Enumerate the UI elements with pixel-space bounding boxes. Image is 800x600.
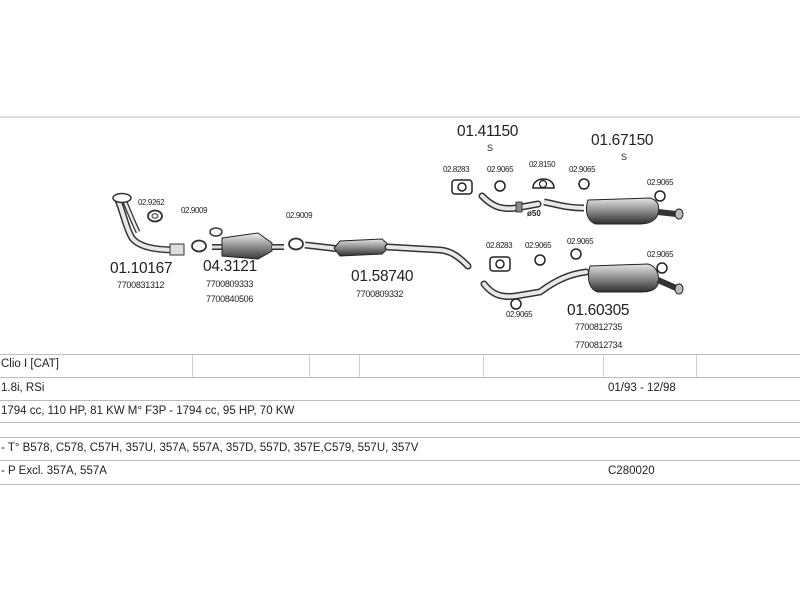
part-number-label[interactable]: 01.41150: [457, 123, 519, 140]
upper-rear-silencer-drawing[interactable]: [585, 197, 684, 225]
part-suffix-label: S: [487, 143, 494, 153]
accessory-label[interactable]: 02.9262: [138, 198, 165, 207]
gasket-drawing: [147, 209, 163, 223]
accessory-label[interactable]: 02.9065: [569, 165, 596, 174]
table-column-divider: [696, 355, 697, 377]
table-divider: [0, 460, 800, 461]
accessory-label[interactable]: 02.9065: [487, 165, 514, 174]
engine-specs: 1794 cc, 110 HP, 81 KW M° F3P - 1794 cc,…: [1, 405, 295, 417]
accessory-label[interactable]: 02.8283: [486, 241, 513, 250]
table-divider: [0, 400, 800, 401]
part-number-label[interactable]: 01.60305: [567, 302, 630, 319]
accessory-label[interactable]: 02.9065: [647, 178, 674, 187]
catalytic-converter-drawing[interactable]: [191, 227, 284, 260]
rubber-mount-drawing: [451, 179, 473, 195]
part-number-label[interactable]: 01.58740: [351, 268, 414, 285]
fitment-notes: - T° B578, C578, C57H, 357U, 357A, 557A,…: [1, 442, 419, 454]
vehicle-model: Clio I [CAT]: [1, 358, 59, 370]
table-divider: [0, 484, 800, 485]
middle-silencer-drawing[interactable]: [288, 237, 472, 270]
clamp-drawing: [654, 190, 666, 202]
accessory-label[interactable]: 02.8150: [529, 160, 556, 169]
pipe-diameter-label: ø50: [527, 209, 541, 218]
clamp-drawing: [510, 298, 522, 310]
accessory-label[interactable]: 02.9065: [525, 241, 552, 250]
table-column-divider: [309, 355, 310, 377]
table-divider: [0, 422, 800, 423]
hanger-drawing: [532, 178, 555, 189]
accessory-label[interactable]: 02.9009: [286, 211, 313, 220]
accessory-label[interactable]: 02.9065: [647, 250, 674, 259]
accessory-label[interactable]: 02.9065: [506, 310, 533, 319]
table-column-divider: [603, 355, 604, 377]
oem-number-label: 7700840506: [206, 294, 254, 304]
table-divider: [0, 377, 800, 378]
table-column-divider: [192, 355, 193, 377]
clamp-drawing: [494, 180, 506, 192]
table-divider: [0, 354, 800, 355]
clamp-drawing: [656, 262, 668, 274]
table-divider: [0, 437, 800, 438]
front-pipe-drawing[interactable]: [112, 192, 185, 256]
production-years: 01/93 - 12/98: [608, 382, 676, 394]
accessory-label[interactable]: 02.9009: [181, 206, 208, 215]
catalog-code: C280020: [608, 465, 655, 477]
fitment-notes: - P Excl. 357A, 557A: [1, 465, 107, 477]
oem-number-label: 7700812735: [575, 322, 623, 332]
rubber-mount-drawing: [489, 256, 511, 272]
engine-variant: 1.8i, RSi: [1, 382, 45, 394]
oem-number-label: 7700812734: [575, 340, 623, 350]
oem-number-label: 7700831312: [117, 280, 165, 290]
clamp-drawing: [578, 178, 590, 190]
lower-rear-pipe-drawing[interactable]: [480, 268, 590, 300]
part-number-label[interactable]: 01.67150: [591, 132, 654, 149]
accessory-label[interactable]: 02.8283: [443, 165, 470, 174]
clamp-drawing: [570, 248, 582, 260]
upper-rear-pipe-drawing[interactable]: [478, 192, 585, 212]
clamp-drawing: [534, 254, 546, 266]
accessory-label[interactable]: 02.9065: [567, 237, 594, 246]
table-column-divider: [359, 355, 360, 377]
table-column-divider: [483, 355, 484, 377]
lower-rear-silencer-drawing[interactable]: [587, 263, 684, 295]
part-number-label[interactable]: 01.10167: [110, 260, 173, 277]
connector-drawing: [515, 201, 523, 213]
oem-number-label: 7700809333: [206, 279, 254, 289]
oem-number-label: 7700809332: [356, 289, 404, 299]
part-suffix-label: S: [621, 152, 628, 162]
part-number-label[interactable]: 04.3121: [203, 258, 257, 275]
